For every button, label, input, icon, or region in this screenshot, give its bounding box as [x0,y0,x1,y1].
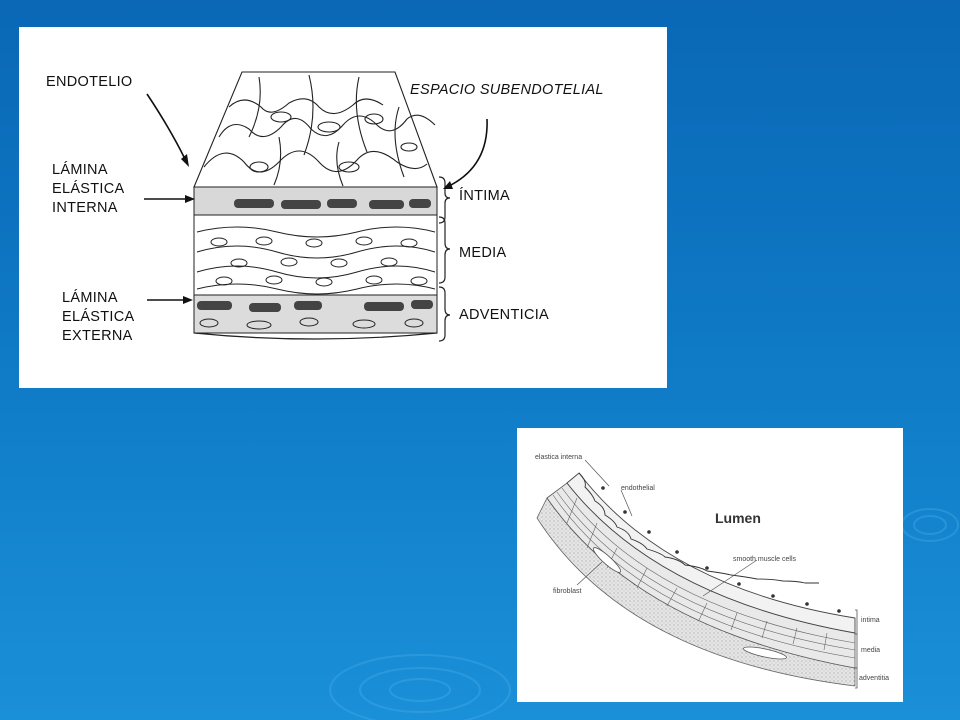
label-media-en: media [861,647,881,654]
label-lamina-externa: LÁMINA ELÁSTICA EXTERNA [62,289,135,346]
lamina-interna-line2: ELÁSTICA [52,181,125,197]
muscle-fibers [552,487,856,659]
label-lamina-interna: LÁMINA ELÁSTICA INTERNA [52,161,125,218]
intima-layer [566,472,856,634]
lamina-externa-line2: ELÁSTICA [62,309,135,325]
smooth-muscle-cells [196,226,436,295]
external-elastic-lamina [197,300,433,312]
endothelial-nuclei [601,486,841,613]
internal-elastic-lamina [234,199,431,209]
pointer-arrows [144,93,488,301]
label-intima-en: intima [861,617,880,624]
label-media: MEDIA [459,245,507,261]
label-intima: ÍNTIMA [459,188,510,204]
vessel-wall-diagram: Lumen elastica interna endothelial smoot… [517,428,903,702]
label-adventicia: ADVENTICIA [459,307,550,323]
endothelial-wave [578,472,819,584]
vessel-wall-drawing [536,459,858,689]
bottom-edge [193,332,438,340]
lamina-interna-line1: LÁMINA [52,162,108,178]
layer-brackets [855,609,858,689]
endothelium-cells [193,71,438,188]
label-endotelio: ENDOTELIO [46,74,133,90]
lamina-externa-line1: LÁMINA [62,290,118,306]
adventitia-cells [199,317,424,330]
leader-lines [576,459,758,597]
artery-wall-drawing [144,71,488,342]
label-smooth-muscle-cells: smooth muscle cells [733,556,797,563]
layer-brackets [438,176,451,342]
label-endothelial: endothelial [621,485,655,492]
label-espacio-subendotelial: ESPACIO SUBENDOTELIAL [410,82,604,98]
label-elastica-interna: elastica interna [535,454,583,461]
label-fibroblast: fibroblast [553,588,582,595]
label-lumen: Lumen [715,510,761,526]
adventitia-band [193,294,438,334]
lamina-externa-line3: EXTERNA [62,328,133,344]
artery-wall-diagram: ENDOTELIO ESPACIO SUBENDOTELIAL LÁMINA E… [19,27,667,388]
lamina-interna-line3: INTERNA [52,200,118,216]
fibroblasts [592,547,787,660]
label-adventitia-en: adventitia [859,675,889,682]
